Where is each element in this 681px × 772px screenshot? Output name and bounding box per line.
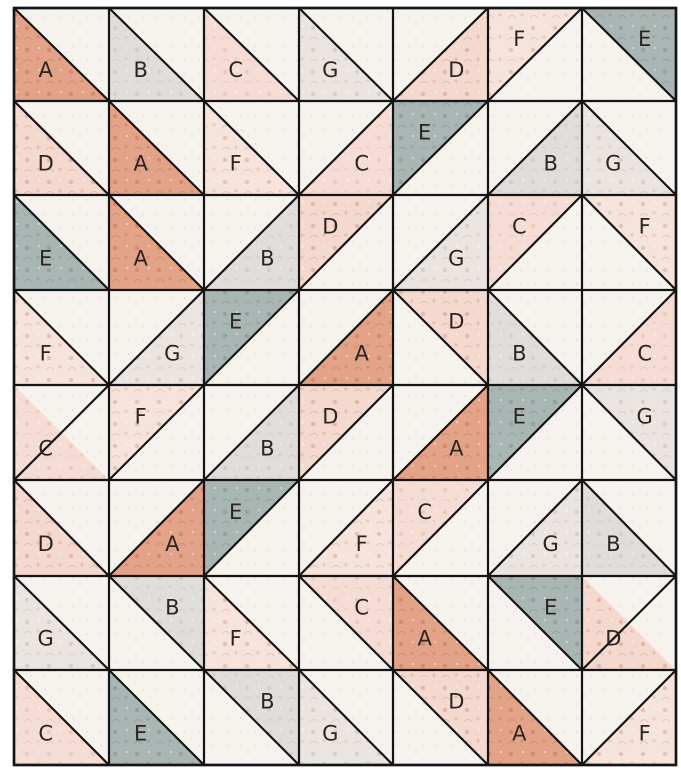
fabric-label: E bbox=[229, 500, 242, 524]
fabric-label: E bbox=[39, 246, 52, 270]
fabric-label: C bbox=[354, 152, 369, 176]
fabric-label: G bbox=[605, 152, 621, 176]
fabric-label: B bbox=[543, 152, 557, 176]
fabric-label: G bbox=[38, 627, 54, 651]
fabric-label: A bbox=[165, 532, 180, 556]
fabric-label: G bbox=[448, 246, 464, 270]
fabric-label: B bbox=[260, 690, 274, 714]
fabric-label: D bbox=[448, 58, 464, 82]
fabric-label: F bbox=[639, 721, 651, 745]
fabric-label: B bbox=[133, 58, 147, 82]
fabric-label: C bbox=[512, 215, 527, 239]
fabric-label: A bbox=[449, 436, 464, 460]
fabric-label: E bbox=[544, 595, 557, 619]
fabric-label: D bbox=[38, 532, 54, 556]
fabric-label: D bbox=[605, 627, 621, 651]
fabric-label: A bbox=[418, 627, 433, 651]
fabric-label: E bbox=[638, 27, 651, 51]
fabric-label: B bbox=[606, 532, 620, 556]
fabric-label: F bbox=[230, 152, 242, 176]
fabric-label: B bbox=[260, 246, 274, 270]
fabric-label: G bbox=[322, 721, 338, 745]
fabric-label: E bbox=[134, 721, 147, 745]
fabric-layer bbox=[14, 8, 676, 765]
fabric-label: D bbox=[322, 405, 338, 429]
fabric-label: C bbox=[38, 436, 53, 460]
fabric-label: F bbox=[230, 627, 242, 651]
fabric-label: B bbox=[512, 341, 526, 365]
fabric-label: E bbox=[418, 120, 431, 144]
fabric-label: E bbox=[229, 310, 242, 334]
fabric-label: F bbox=[639, 215, 651, 239]
fabric-label: D bbox=[322, 215, 338, 239]
fabric-label: F bbox=[40, 341, 52, 365]
fabric-label: C bbox=[354, 595, 369, 619]
fabric-label: A bbox=[134, 246, 149, 270]
fabric-label: C bbox=[228, 58, 243, 82]
fabric-label: A bbox=[134, 152, 149, 176]
fabric-label: F bbox=[135, 405, 147, 429]
fabric-label: G bbox=[164, 341, 180, 365]
fabric-label: A bbox=[39, 58, 54, 82]
fabric-label: G bbox=[637, 405, 653, 429]
fabric-label: F bbox=[356, 532, 368, 556]
fabric-label: A bbox=[355, 341, 370, 365]
fabric-label: B bbox=[165, 595, 179, 619]
fabric-label: A bbox=[512, 721, 527, 745]
fabric-label: D bbox=[448, 690, 464, 714]
fabric-label: G bbox=[543, 532, 559, 556]
fabric-label: E bbox=[513, 405, 526, 429]
fabric-label: B bbox=[260, 436, 274, 460]
fabric-label: D bbox=[38, 152, 54, 176]
fabric-label: C bbox=[637, 341, 652, 365]
fabric-label: C bbox=[417, 500, 432, 524]
fabric-label: G bbox=[322, 58, 338, 82]
fabric-label: F bbox=[513, 27, 525, 51]
fabric-label: C bbox=[38, 721, 53, 745]
fabric-label: D bbox=[448, 310, 464, 334]
